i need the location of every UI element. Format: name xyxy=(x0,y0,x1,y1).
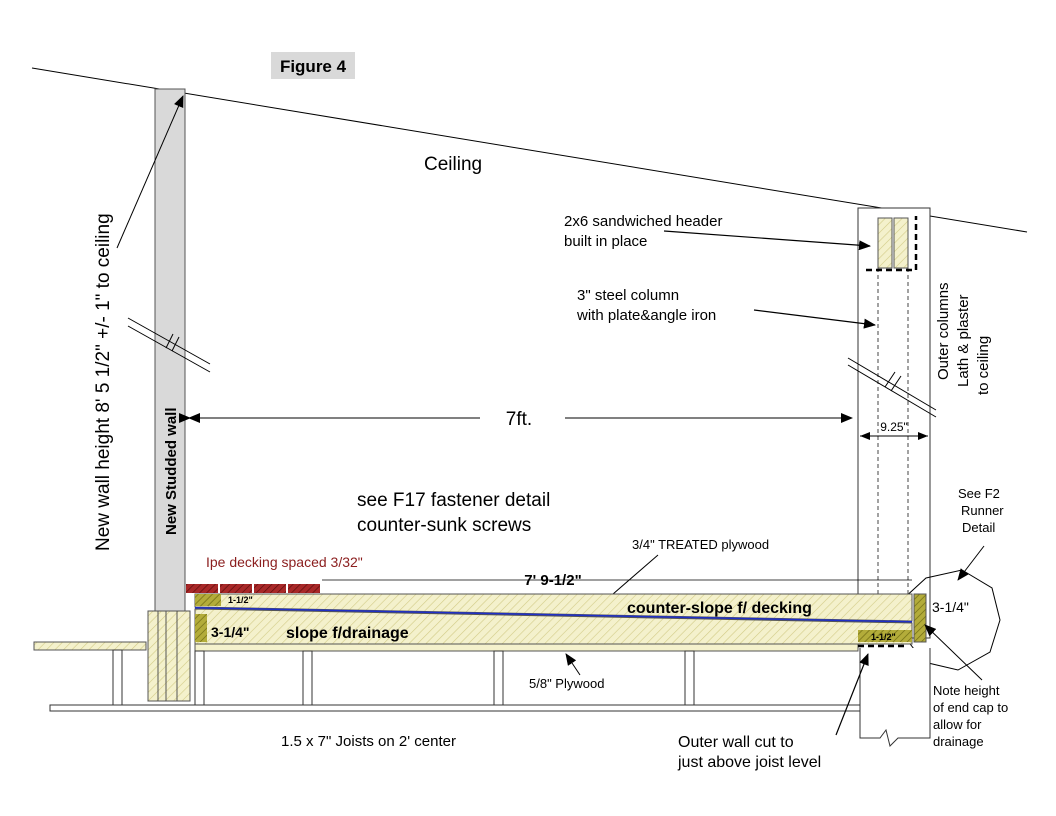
treated-plywood-line xyxy=(194,607,913,623)
joist-4 xyxy=(684,650,695,706)
figure-title: Figure 4 xyxy=(280,57,347,76)
fastener-label-line1: see F17 fastener detail xyxy=(357,490,550,511)
ipe-board-1 xyxy=(186,584,218,593)
span-arrow-left xyxy=(188,413,200,423)
joist-1 xyxy=(112,649,123,706)
column-break-slash-2 xyxy=(890,375,902,392)
foundation-sill xyxy=(49,704,861,712)
header-label-line1: 2x6 sandwiched header xyxy=(564,213,722,230)
wall-stud-4 xyxy=(176,610,191,702)
wall-height-label: New wall height 8' 5 1/2" +/- 1" to ceil… xyxy=(93,213,114,551)
header-arrow xyxy=(663,230,871,251)
column-break-mark-2 xyxy=(847,364,937,418)
plywood-subfloor xyxy=(194,643,859,652)
small-left-label: 1-1/2" xyxy=(228,595,253,605)
joist-2 xyxy=(302,650,313,706)
wall-break-mark-2 xyxy=(127,325,211,373)
steel-column-label-line2: with plate&angle iron xyxy=(576,307,716,324)
column-break-mark-1 xyxy=(847,357,937,411)
column-dim-arrow-left xyxy=(860,432,870,440)
right-small-shim xyxy=(858,630,912,642)
runner-label-line1: See F2 xyxy=(958,486,1000,501)
ipe-board-3 xyxy=(254,584,286,593)
plywood-58-arrow xyxy=(565,653,581,676)
wall-break-slash-1 xyxy=(165,333,174,349)
right-height-label: 3-1/4" xyxy=(932,599,969,615)
ipe-label: Ipe decking spaced 3/32" xyxy=(206,554,363,570)
column-dim-arrow-right xyxy=(918,432,928,440)
outer-cut-label-line2: just above joist level xyxy=(677,754,821,771)
ceiling-label: Ceiling xyxy=(424,154,482,175)
outer-columns-label-line3: to ceiling xyxy=(975,336,992,395)
outer-columns-label-line1: Outer columns xyxy=(935,282,952,380)
slope-label: slope f/drainage xyxy=(286,625,409,642)
outside-floor-board xyxy=(33,641,147,651)
wall-stud-3 xyxy=(165,610,178,702)
ceiling-line xyxy=(31,67,1028,233)
span-label: 7ft. xyxy=(506,409,532,430)
wall-height-arrow xyxy=(116,95,184,249)
treated-plywood-label: 3/4" TREATED plywood xyxy=(632,537,769,552)
steel-column-label-line1: 3" steel column xyxy=(577,287,679,304)
ipe-board-4 xyxy=(288,584,320,593)
header-board-right xyxy=(893,217,909,269)
left-height-label: 3-1/4" xyxy=(211,624,250,640)
outer-cut-label-line1: Outer wall cut to xyxy=(678,734,794,751)
wall-break-slash-2 xyxy=(171,336,180,352)
plywood-58-label: 5/8" Plywood xyxy=(529,676,604,691)
outer-columns-label-line2: Lath & plaster xyxy=(955,294,972,387)
column-break-slash-1 xyxy=(884,371,896,388)
runner-label-line3: Detail xyxy=(962,520,995,535)
ipe-board-2 xyxy=(220,584,252,593)
wall-stud-2 xyxy=(157,610,167,702)
counter-slope-label: counter-slope f/ decking xyxy=(627,600,812,617)
runner-arrow xyxy=(957,545,985,581)
deck-length-label: 7' 9-1/2" xyxy=(524,572,581,589)
outer-wall-stub xyxy=(859,648,931,747)
joist-5 xyxy=(194,650,205,706)
joists-label: 1.5 x 7" Joists on 2' center xyxy=(281,733,456,750)
counter-slope-left-shim xyxy=(195,594,221,606)
wall-stud-1 xyxy=(147,610,159,702)
steel-column-arrow xyxy=(753,309,876,329)
header-label-line2: built in place xyxy=(564,233,647,250)
note-label-line2: of end cap to xyxy=(933,700,1008,715)
figure-title-background xyxy=(271,52,355,79)
header-dashed-outline xyxy=(866,216,918,272)
note-label-line4: drainage xyxy=(933,734,984,749)
joist-3 xyxy=(493,650,504,706)
note-label-line3: allow for xyxy=(933,717,982,732)
outer-wall-cut-arrow xyxy=(835,653,869,736)
runner-label-line2: Runner xyxy=(961,503,1004,518)
note-label-line1: Note height xyxy=(933,683,1000,698)
fastener-label-line2: counter-sunk screws xyxy=(357,515,531,536)
small-right-label: 1-1/2" xyxy=(871,632,896,642)
slope-left-shim xyxy=(195,614,207,642)
header-board-left xyxy=(877,217,893,269)
new-wall-label: New Studded wall xyxy=(163,407,180,535)
end-cap xyxy=(913,593,927,643)
column-width-label: 9.25" xyxy=(880,420,908,434)
end-cap-note-arrow xyxy=(924,624,983,681)
